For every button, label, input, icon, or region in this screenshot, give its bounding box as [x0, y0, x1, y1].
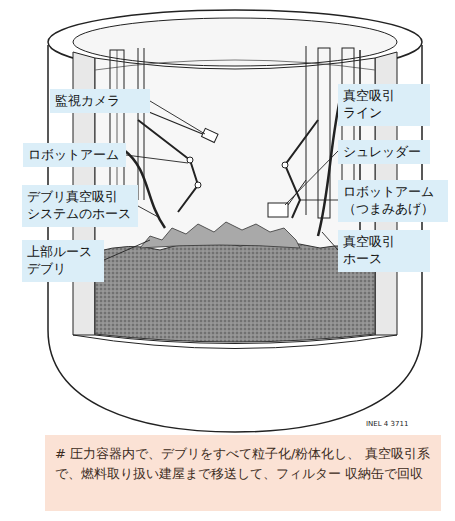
callout-box: ロボットアーム [23, 143, 126, 167]
callout-box: 真空吸引 ライン [338, 84, 430, 126]
callout-box: 真空吸引 ホース [338, 230, 430, 272]
callout-text: 上部ルース デブリ [27, 243, 99, 277]
callout-text: 真空吸引 ホース [343, 233, 425, 267]
robot-arm [138, 120, 198, 212]
callout-text: シュレッダー [343, 143, 425, 160]
mast [318, 48, 330, 218]
back-wall-line [95, 60, 375, 70]
callout-text: 監視カメラ [55, 92, 145, 109]
callout-box: デブリ真空吸引 システムのホース [22, 185, 138, 227]
callout-text: 真空吸引 ライン [343, 87, 425, 121]
camera [202, 128, 218, 142]
callout-text: デブリ真空吸引 システムのホース [27, 188, 133, 222]
callout-box: シュレッダー [338, 140, 430, 164]
debris-bed [95, 242, 375, 342]
callout-text: ロボットアーム [28, 146, 121, 163]
note-box: # 圧力容器内で、デブリをすべて粒子化/粉体化し、 真空吸引系で、燃料取り扱い建… [45, 435, 441, 511]
callout-box: 上部ルース デブリ [22, 240, 104, 282]
leader-lines [104, 101, 360, 260]
callout-box: 監視カメラ [50, 89, 150, 113]
flange-opening [73, 18, 397, 66]
figure-number: INEL 4 3711 [366, 420, 408, 428]
callout-text: ロボットアーム （つまみあげ） [343, 183, 443, 217]
robot-arm [285, 120, 318, 218]
callout-box: ロボットアーム （つまみあげ） [338, 180, 448, 222]
shredder [268, 203, 288, 217]
note-text: # 圧力容器内で、デブリをすべて粒子化/粉体化し、 真空吸引系で、燃料取り扱い建… [55, 444, 431, 484]
